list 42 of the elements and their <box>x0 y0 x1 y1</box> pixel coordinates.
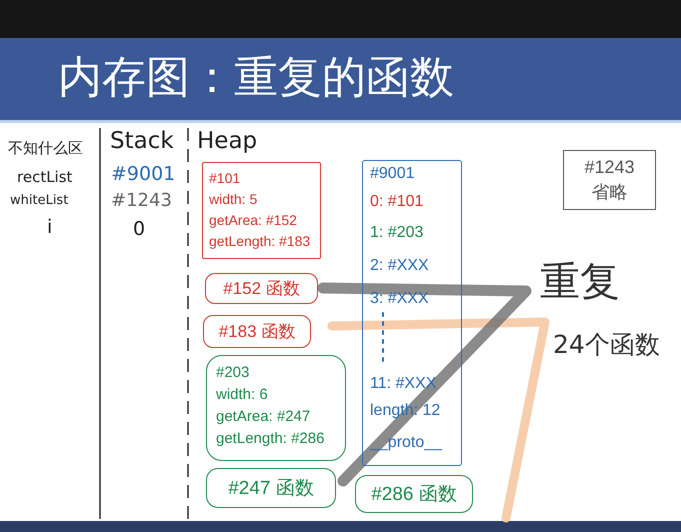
array-item: 11: #XXX <box>370 374 436 394</box>
variable-name: rectList <box>17 168 72 186</box>
stack-value: #1243 <box>111 190 172 212</box>
object-box <box>563 150 656 210</box>
array-item: 0: #101 <box>370 192 424 212</box>
object-box <box>202 162 321 259</box>
object-field: getLength: #286 <box>216 430 324 447</box>
function-box <box>206 468 336 508</box>
stack-value: #9001 <box>111 163 176 186</box>
object-field: getArea: #152 <box>209 212 297 228</box>
function-box <box>205 273 318 304</box>
object-field: width: 6 <box>216 386 268 403</box>
function-box <box>203 315 311 348</box>
slide-title: 内存图：重复的函数 <box>58 51 454 105</box>
column-heading: 不知什么区 <box>8 139 83 157</box>
array-item: 2: #XXX <box>370 256 429 276</box>
array-item: __proto__ <box>370 433 442 453</box>
array-item: length: 12 <box>370 401 440 421</box>
object-field: getArea: #247 <box>216 408 310 425</box>
function-label: #286 函数 <box>371 482 457 506</box>
object-box <box>206 355 346 461</box>
object-field: #1243 <box>584 157 635 177</box>
note-text: 重复 <box>540 258 620 306</box>
variable-name: whiteList <box>10 193 68 209</box>
array-item: 3: #XXX <box>370 289 429 309</box>
column-heading: Stack <box>110 127 174 155</box>
array-box <box>362 160 462 466</box>
object-field: #101 <box>209 170 240 186</box>
function-label: #183 函数 <box>218 321 296 342</box>
function-label: #247 函数 <box>228 476 314 500</box>
object-field: width: 5 <box>209 191 258 207</box>
object-field: 省略 <box>592 182 628 202</box>
note-text: 24个函数 <box>553 330 660 360</box>
function-label: #152 函数 <box>223 278 300 299</box>
variable-name: i <box>47 216 52 239</box>
stack-value: 0 <box>133 218 146 241</box>
object-field: getLength: #183 <box>209 233 310 249</box>
column-heading: Heap <box>197 127 258 155</box>
array-item: 1: #203 <box>370 223 424 243</box>
object-field: #203 <box>216 364 250 381</box>
function-box <box>355 475 473 513</box>
array-item: #9001 <box>370 164 414 184</box>
